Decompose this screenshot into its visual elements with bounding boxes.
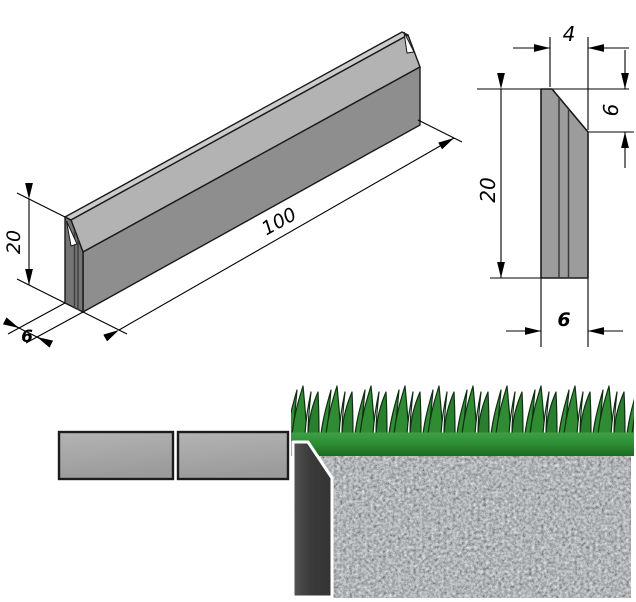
iso-dim-height: 20	[3, 183, 66, 304]
profile-dim-bottom-width: 6	[506, 309, 623, 335]
grass-band	[291, 432, 634, 456]
profile-view: 20 4 6 6	[476, 22, 634, 347]
profile-grooves	[558, 97, 570, 277]
profile-dim-top-width-label: 4	[563, 22, 576, 46]
isometric-view: 20 6 100	[2, 31, 463, 348]
iso-dim-width-label: 6	[21, 327, 33, 347]
paving-slab-left	[57, 430, 175, 481]
profile-dim-height-label: 20	[476, 177, 500, 202]
gravel	[317, 456, 631, 598]
grass	[291, 384, 634, 456]
iso-dim-width: 6	[2, 302, 84, 348]
paving-slabs	[57, 430, 290, 481]
paving-slab-right	[176, 430, 290, 481]
iso-break-notch-near	[66, 220, 78, 247]
profile-dim-top-width: 4	[513, 22, 629, 52]
iso-break-notch-far	[403, 31, 415, 54]
profile-dim-height: 20	[476, 73, 505, 278]
installation-view	[57, 384, 634, 599]
profile-cross-section	[540, 88, 589, 279]
grass-blades	[291, 384, 634, 434]
profile-dim-chamfer: 6	[599, 50, 629, 168]
iso-dim-height-label: 20	[3, 230, 25, 254]
profile-dim-bottom-width-label: 6	[557, 309, 570, 331]
edging-stone-cross-section	[291, 440, 334, 599]
profile-dim-chamfer-label: 6	[599, 104, 623, 117]
